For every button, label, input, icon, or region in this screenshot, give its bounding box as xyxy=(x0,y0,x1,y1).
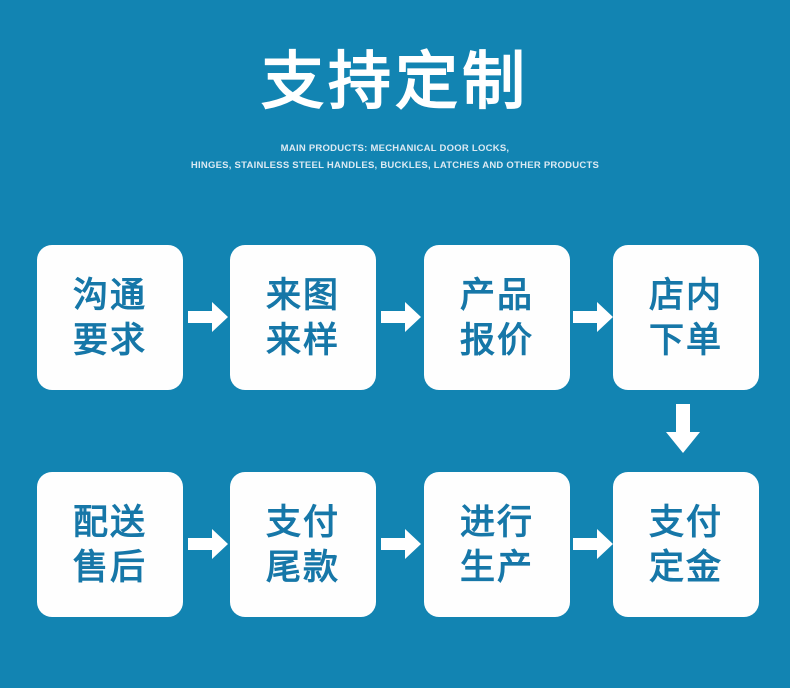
arrow-right-icon xyxy=(188,529,228,559)
page-title: 支持定制 xyxy=(261,47,529,117)
flow-step-line-1: 来图 xyxy=(265,275,340,315)
arrow-right-icon xyxy=(573,529,613,559)
flow-step-line-1: 进行 xyxy=(459,502,534,542)
arrow-right-icon xyxy=(573,302,613,332)
flow-step-line-2: 生产 xyxy=(459,547,534,587)
flow-step-line-1: 产品 xyxy=(459,275,534,315)
flow-step-communicate-requirements[interactable]: 沟通 要求 xyxy=(37,245,183,390)
flow-step-line-2: 来样 xyxy=(265,320,340,360)
flow-step-start-production[interactable]: 进行 生产 xyxy=(424,472,570,617)
flow-step-line-2: 定金 xyxy=(648,547,723,587)
flow-step-pay-deposit[interactable]: 支付 定金 xyxy=(613,472,759,617)
flow-step-line-1: 沟通 xyxy=(72,275,147,315)
flow-step-line-1: 支付 xyxy=(265,502,340,542)
flow-step-send-drawings-samples[interactable]: 来图 来样 xyxy=(230,245,376,390)
flow-step-line-1: 支付 xyxy=(648,502,723,542)
flow-step-line-1: 店内 xyxy=(648,275,723,315)
arrow-right-icon xyxy=(381,302,421,332)
flow-step-product-quotation[interactable]: 产品 报价 xyxy=(424,245,570,390)
arrow-right-icon xyxy=(188,302,228,332)
flow-step-line-1: 配送 xyxy=(72,502,147,542)
flow-step-delivery-after-sales[interactable]: 配送 售后 xyxy=(37,472,183,617)
arrow-right-icon xyxy=(381,529,421,559)
flow-step-line-2: 尾款 xyxy=(265,547,340,587)
subtitle-line-2: HINGES, STAINLESS STEEL HANDLES, BUCKLES… xyxy=(190,160,600,171)
flow-step-line-2: 售后 xyxy=(72,547,147,587)
flow-step-pay-balance[interactable]: 支付 尾款 xyxy=(230,472,376,617)
arrow-down-icon xyxy=(666,404,700,453)
flow-step-line-2: 要求 xyxy=(72,320,147,360)
flow-step-line-2: 报价 xyxy=(459,320,534,360)
flow-step-line-2: 下单 xyxy=(648,320,723,360)
flow-step-place-order-in-store[interactable]: 店内 下单 xyxy=(613,245,759,390)
subtitle-line-1: MAIN PRODUCTS: MECHANICAL DOOR LOCKS, xyxy=(280,143,510,154)
